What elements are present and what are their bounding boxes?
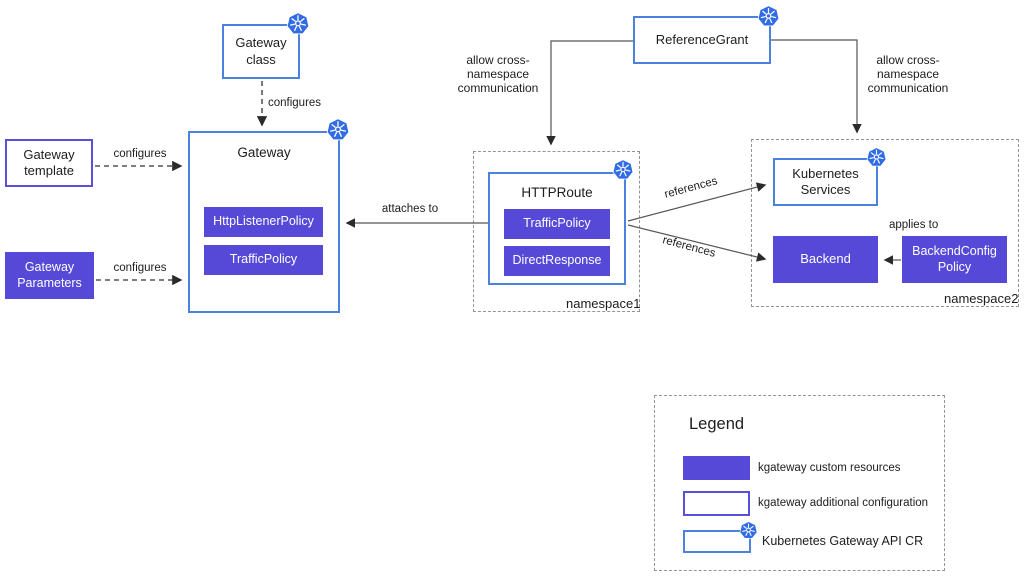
gateway-parameters-label: Gateway Parameters: [17, 259, 82, 290]
label-applies-to: applies to: [889, 219, 939, 231]
node-httplistenerpolicy: HttpListenerPolicy: [204, 207, 323, 237]
legend-frame: [654, 395, 945, 571]
reference-grant-label: ReferenceGrant: [655, 31, 749, 47]
kubernetes-icon: [326, 118, 350, 141]
legend-label-gateway-api-cr: Kubernetes Gateway API CR: [762, 534, 924, 548]
node-backend: Backend: [773, 236, 878, 283]
edge-refgrant-left: [546, 40, 633, 146]
label-allow-left: allow cross-namespace communication: [457, 53, 539, 95]
backendconfig-policy-label: BackendConfig Policy: [912, 243, 997, 274]
label-class-configures: configures: [268, 97, 322, 109]
kubernetes-services-label: Kubernetes Services: [792, 165, 859, 197]
namespace2-label: namespace2: [944, 291, 1019, 306]
namespace1-label: namespace1: [566, 296, 641, 311]
kubernetes-icon: [286, 12, 310, 35]
kubernetes-icon: [739, 521, 758, 539]
node-directresponse: DirectResponse: [504, 246, 610, 276]
gateway-template-label: Gateway template: [23, 146, 75, 178]
gateway-class-label: Gateway class: [235, 35, 287, 67]
node-gateway-template: Gateway template: [5, 139, 93, 187]
legend-swatch-additional-configuration: [683, 491, 750, 516]
node-reference-grant: ReferenceGrant: [633, 16, 771, 64]
node-backendconfig-policy: BackendConfig Policy: [902, 236, 1007, 283]
edge-refgrant-right: [771, 39, 862, 134]
node-httproute-trafficpolicy: TrafficPolicy: [504, 209, 610, 239]
kubernetes-icon: [757, 5, 780, 27]
legend-swatch-gateway-api-cr: [683, 530, 751, 553]
legend-title: Legend: [689, 415, 745, 433]
gateway-label: Gateway: [237, 145, 291, 160]
trafficpolicy-label: TrafficPolicy: [523, 216, 591, 231]
trafficpolicy-label: TrafficPolicy: [229, 252, 298, 267]
legend-label-additional-configuration: kgateway additional configuration: [758, 497, 929, 509]
directresponse-label: DirectResponse: [512, 253, 602, 268]
label-template-configures: configures: [113, 148, 167, 160]
node-gateway-class: Gateway class: [222, 24, 300, 79]
httproute-label: HTTPRoute: [521, 185, 593, 200]
node-gateway-parameters: Gateway Parameters: [5, 252, 94, 299]
label-params-configures: configures: [113, 262, 167, 274]
node-kubernetes-services: Kubernetes Services: [773, 158, 878, 206]
legend-swatch-custom-resources: [683, 456, 750, 480]
kubernetes-icon: [866, 147, 887, 167]
label-attaches-to: attaches to: [381, 203, 439, 215]
backend-label: Backend: [800, 251, 851, 267]
label-references-services: references: [663, 175, 719, 201]
httplistenerpolicy-label: HttpListenerPolicy: [213, 214, 314, 229]
node-gateway-trafficpolicy: TrafficPolicy: [204, 245, 323, 275]
legend-label-custom-resources: kgateway custom resources: [758, 462, 901, 474]
namespace2-region: [751, 139, 1019, 307]
kubernetes-icon: [612, 159, 634, 180]
label-references-backend: references: [661, 234, 717, 260]
label-allow-right: allow cross-namespace communication: [867, 53, 949, 95]
